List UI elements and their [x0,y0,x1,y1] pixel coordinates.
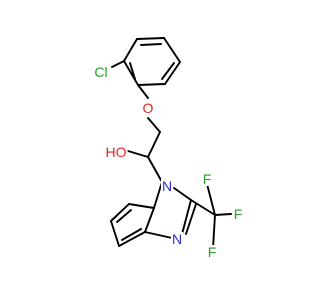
fluorine-right-label: F [234,206,243,222]
bond [190,199,216,216]
bond [147,117,161,133]
bond [110,203,130,222]
atom-label-background [141,101,155,115]
bond [121,228,142,241]
atom-label-background [93,65,109,79]
bond [140,43,162,46]
fluorine-bottom-label: F [208,244,217,260]
bond [164,61,181,85]
bond [185,203,197,235]
atom-label-background [232,207,244,221]
chemical-structure: Cl O HO N N F F F [93,37,244,260]
fluorine-top-label: F [203,171,212,187]
bond [137,84,149,99]
atom-label-background [201,172,213,186]
benzimidazole-ring [110,181,197,247]
atom-label-backgrounds [93,65,244,259]
bond [180,199,192,239]
chlorophenyl-ring [123,37,181,86]
chain-bonds [111,60,163,183]
bond [116,209,132,223]
bond [136,37,165,40]
bond [212,214,216,249]
nitrogen-3-label: N [172,231,182,247]
bond [214,213,232,216]
bond [147,156,163,183]
bond [110,220,120,247]
bond [163,37,181,63]
atom-label-background [104,145,128,159]
atom-label-background [170,232,184,246]
nitrogen-1-label: N [162,178,172,194]
hydroxyl-label: HO [106,144,127,160]
atom-label-background [206,245,218,259]
bond [118,231,146,247]
bond [127,150,149,158]
bond [206,183,216,216]
bond [147,131,161,158]
atom-labels: Cl O HO N N F F F [94,64,242,260]
bond [129,62,136,80]
bond [161,62,175,80]
ether-oxygen-label: O [143,100,154,116]
atom-label-background [160,179,174,193]
bond [137,83,166,86]
chlorine-atom-label: Cl [94,64,107,80]
bond [153,181,163,209]
trifluoromethyl-group [190,183,232,249]
bond [173,187,192,201]
bond [123,60,139,86]
bond [144,231,173,239]
bond [144,207,155,233]
bond [111,60,125,68]
bond [123,38,138,62]
bond [128,203,155,209]
